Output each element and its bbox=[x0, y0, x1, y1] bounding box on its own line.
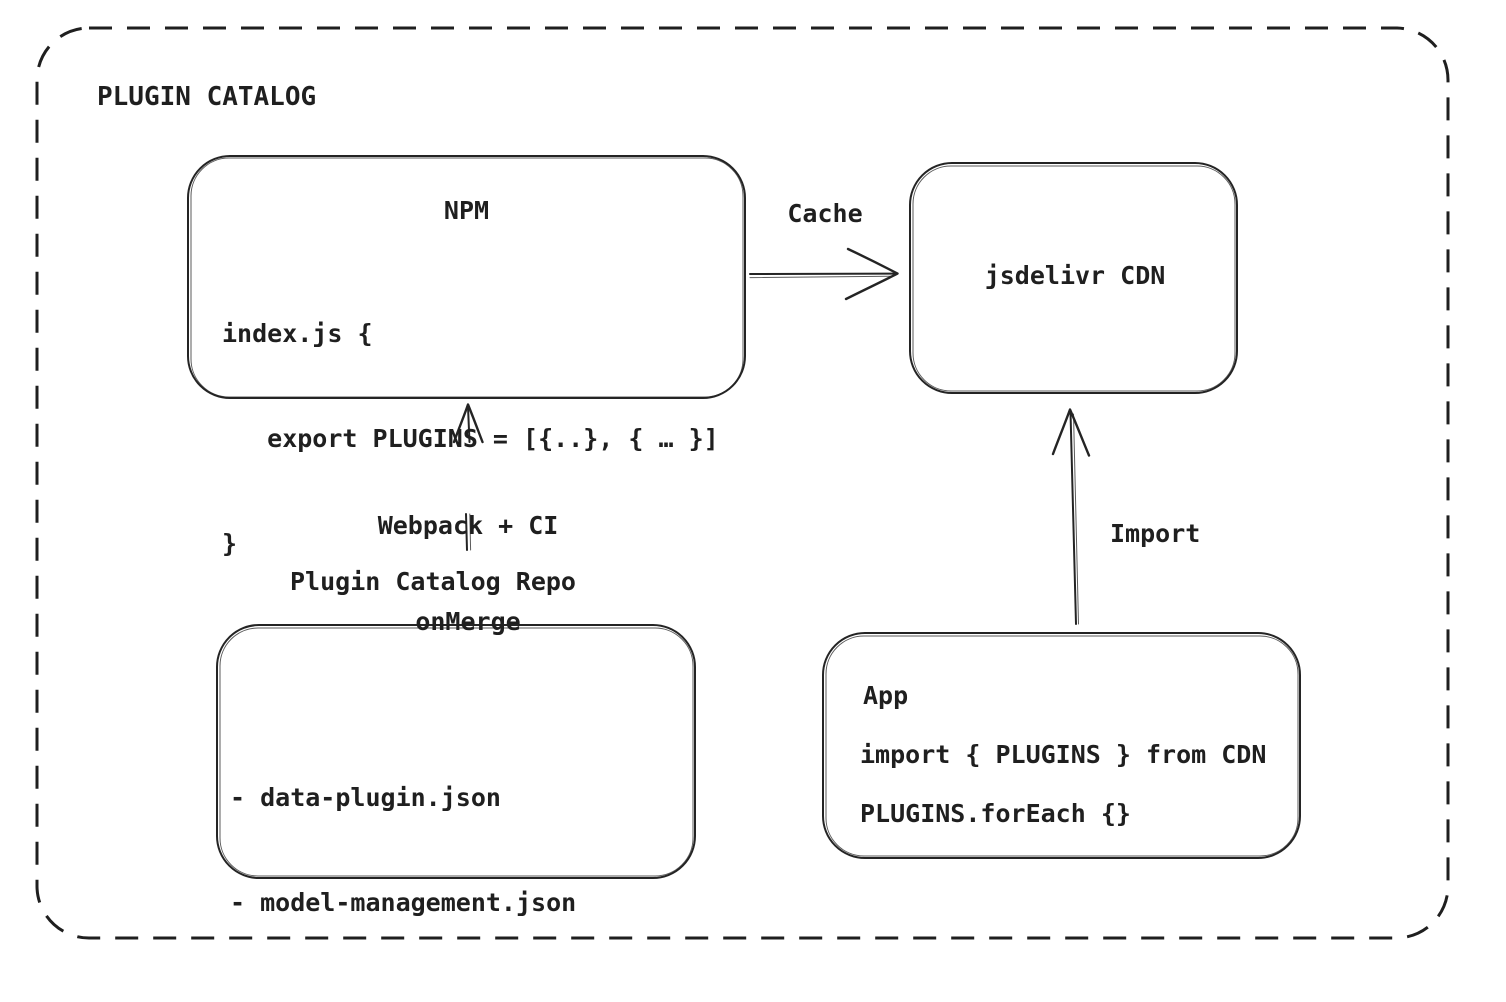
cache-arrow-label: Cache bbox=[787, 199, 863, 228]
cache-arrow-shaft-echo bbox=[749, 275, 893, 279]
npm-box-outline bbox=[187, 155, 746, 399]
repo-file-item: - data-plugin.json bbox=[230, 783, 501, 812]
repo-box-outline bbox=[216, 624, 696, 879]
build-arrow-shaft-bottom bbox=[465, 513, 468, 551]
npm-box bbox=[187, 155, 746, 399]
build-arrow-label: Webpack + CI onMerge bbox=[318, 446, 618, 702]
app-box-outline-echo bbox=[825, 635, 1299, 857]
npm-code-line: } bbox=[222, 529, 238, 558]
build-arrow bbox=[452, 403, 484, 551]
cdn-box-outline-echo bbox=[912, 165, 1236, 392]
cdn-box-label: jsdelivr CDN bbox=[984, 261, 1166, 290]
build-arrow-label-line2: onMerge bbox=[415, 607, 521, 636]
npm-box-title: NPM bbox=[443, 196, 490, 225]
app-code-line: import { PLUGINS } from CDN bbox=[860, 740, 1267, 769]
repo-file-item: - model-management.json bbox=[230, 888, 577, 917]
app-box-title: App bbox=[863, 681, 909, 710]
repo-file-item: ... bbox=[230, 990, 576, 1002]
app-box bbox=[822, 632, 1301, 859]
npm-code-line: index.js { bbox=[222, 319, 373, 348]
import-arrow bbox=[1051, 408, 1091, 625]
plugin-catalog-frame bbox=[35, 26, 1450, 940]
cache-arrow bbox=[749, 247, 899, 301]
import-arrowhead bbox=[1051, 408, 1091, 457]
repo-box-label: Plugin Catalog Repo bbox=[290, 567, 576, 596]
frame-title: PLUGIN CATALOG bbox=[97, 82, 317, 112]
build-arrowhead bbox=[452, 403, 484, 444]
npm-box-outline-echo bbox=[190, 157, 744, 398]
cache-arrowhead bbox=[844, 247, 899, 301]
frame-border bbox=[35, 26, 1450, 940]
build-arrow-shaft-top bbox=[467, 406, 471, 443]
import-arrow-shaft bbox=[1069, 411, 1077, 625]
build-arrow-shaft-bottom-echo bbox=[469, 513, 472, 551]
repo-file-list: - data-plugin.json - model-management.js… bbox=[230, 710, 576, 1002]
app-code-line: PLUGINS.forEach {} bbox=[860, 799, 1131, 828]
import-arrow-label: Import bbox=[1110, 519, 1201, 548]
cdn-box bbox=[909, 162, 1238, 394]
app-box-outline bbox=[822, 632, 1301, 859]
cdn-box-outline bbox=[909, 162, 1238, 394]
build-arrow-label-line1: Webpack + CI bbox=[377, 511, 559, 540]
npm-code-block: index.js { export PLUGINS = [{..}, { … }… bbox=[222, 246, 719, 631]
repo-box-outline-echo bbox=[219, 627, 694, 877]
npm-code-line: export PLUGINS = [{..}, { … }] bbox=[222, 424, 719, 453]
repo-box bbox=[216, 624, 696, 879]
import-arrow-shaft-echo bbox=[1073, 413, 1079, 625]
